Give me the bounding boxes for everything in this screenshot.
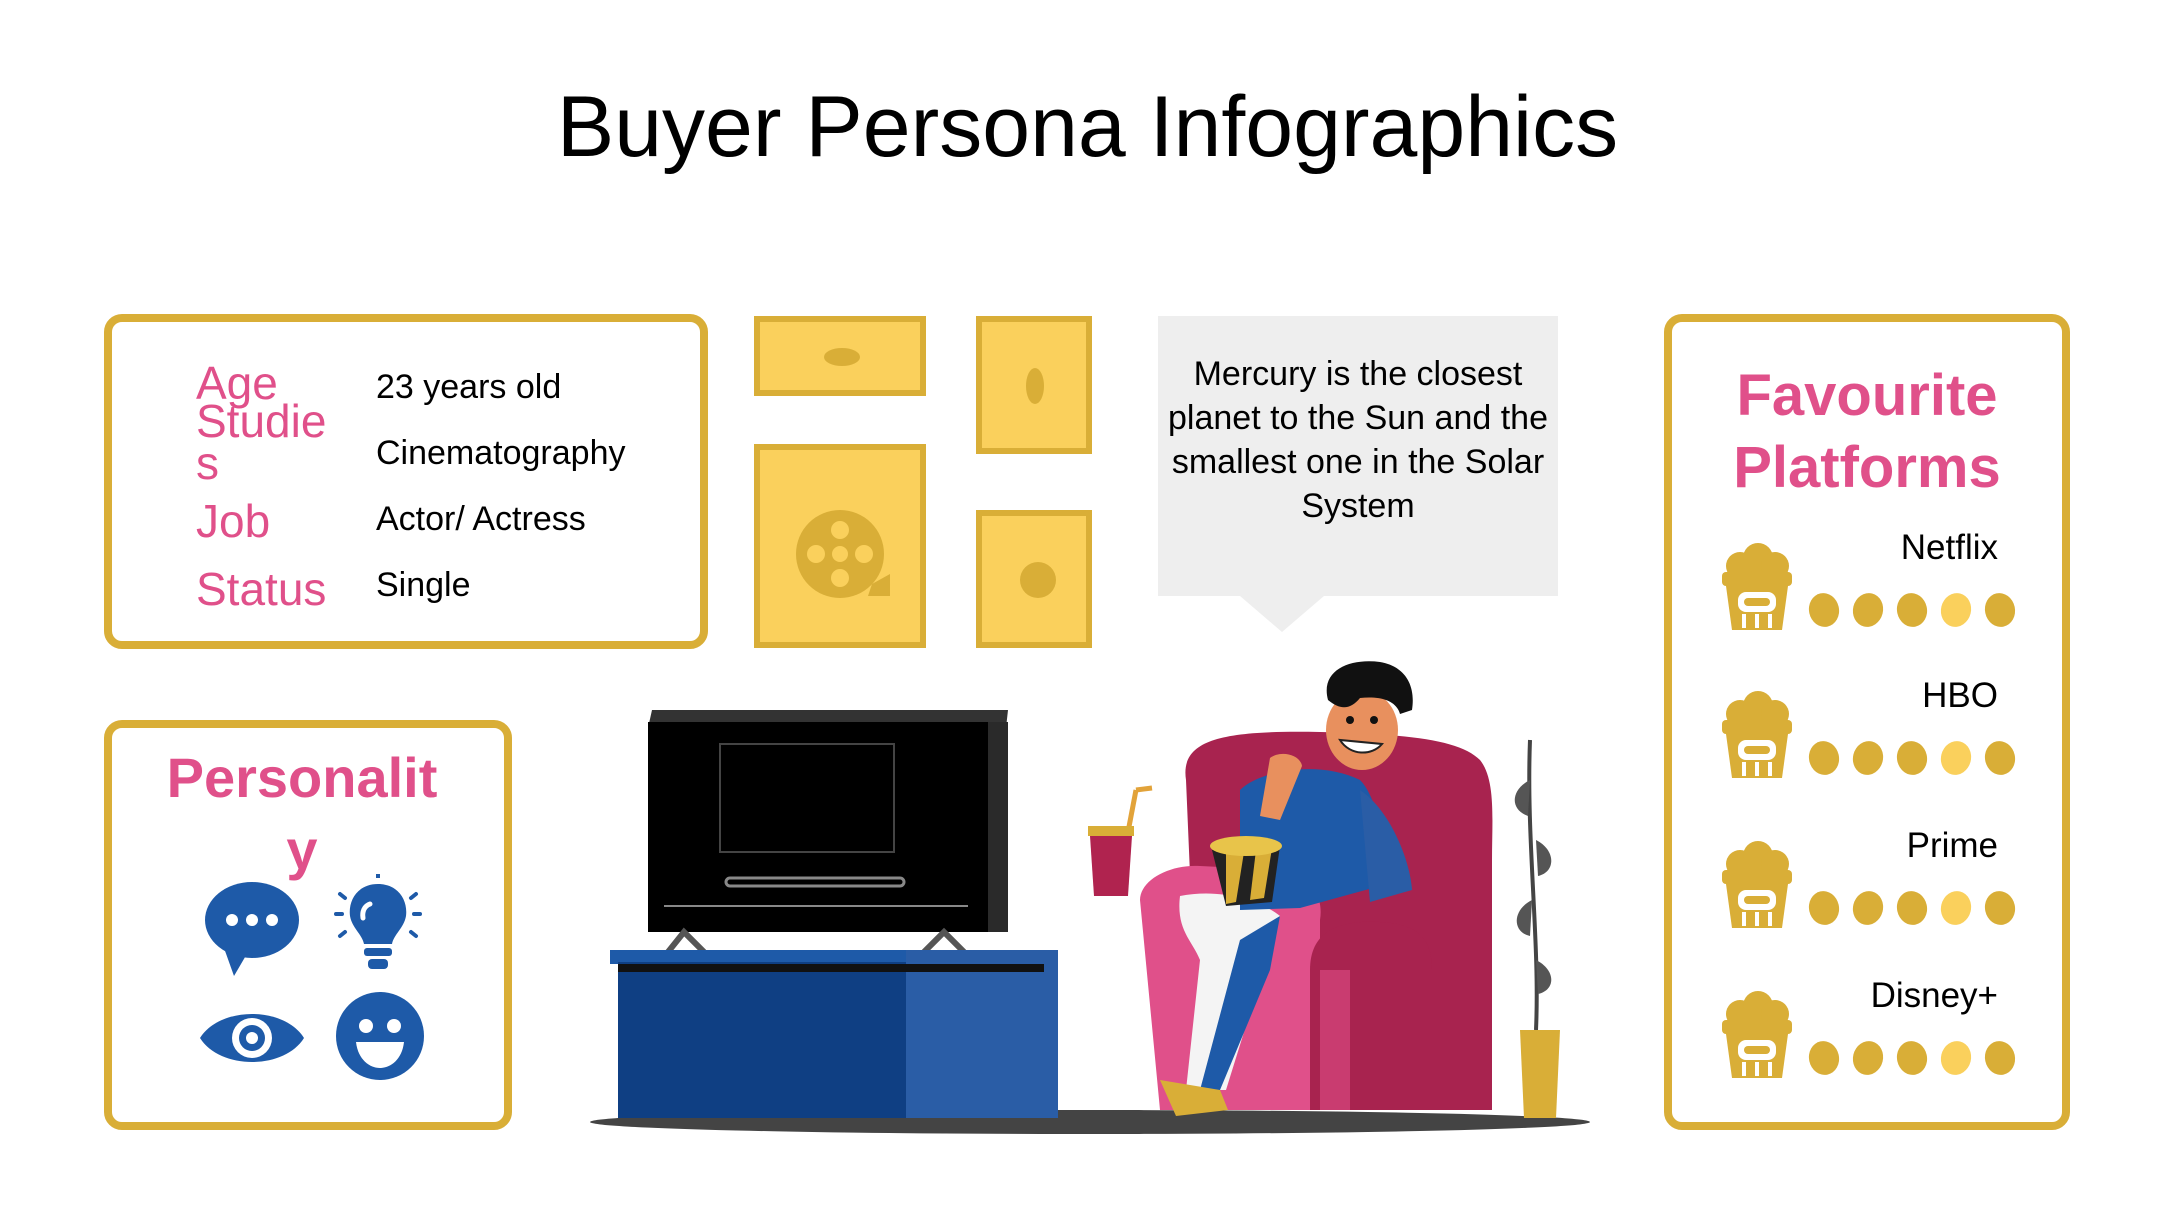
rating-dot xyxy=(1808,593,1840,627)
info-value-status: Single xyxy=(376,566,471,604)
rating-dot xyxy=(1984,741,2016,775)
plant-icon xyxy=(1514,739,1560,1118)
info-value-job: Actor/ Actress xyxy=(376,500,586,538)
rating-dot xyxy=(1852,891,1884,925)
rating-dot xyxy=(1940,891,1972,925)
tv-watching-illustration xyxy=(590,661,1590,1134)
platforms-title: Favourite Platforms xyxy=(1733,363,2001,500)
person-illustration xyxy=(1160,661,1413,1116)
popcorn-icon xyxy=(1722,543,1792,630)
rating-dot xyxy=(1984,1041,2016,1075)
frame-ornament-icon xyxy=(824,348,860,366)
personality-card: Personality xyxy=(104,720,512,1130)
chat-bubble-icon xyxy=(205,882,299,976)
info-value-age: 23 years old xyxy=(376,368,562,406)
rating-dot xyxy=(1808,891,1840,925)
speech-bubble-tail xyxy=(1240,596,1324,632)
rating-dots xyxy=(1808,741,2016,775)
favourite-platforms-card: Favourite Platforms Netflix HBO Prime Di… xyxy=(1664,314,2070,1130)
frame-ornament-icon xyxy=(1020,562,1056,598)
rating-dots xyxy=(1808,1041,2016,1075)
rating-dot xyxy=(1896,593,1928,627)
wall-frame xyxy=(754,316,926,396)
wall-frame xyxy=(976,510,1092,648)
rating-dot xyxy=(1940,1041,1972,1075)
tv-icon xyxy=(648,710,1008,955)
rating-dot xyxy=(1940,593,1972,627)
rating-dot xyxy=(1896,891,1928,925)
eye-icon xyxy=(200,1014,304,1062)
page-title: Buyer Persona Infographics xyxy=(556,79,1619,175)
personality-title: Personality xyxy=(166,746,438,881)
wall-frame xyxy=(976,316,1092,454)
smiley-icon xyxy=(336,992,424,1080)
speech-bubble: Mercury is the closest planet to the Sun… xyxy=(1158,316,1558,596)
popcorn-icon xyxy=(1722,841,1792,928)
popcorn-icon xyxy=(1722,991,1792,1078)
persona-info-card: Age 23 years old Studies Cinematography … xyxy=(104,314,708,649)
platform-name-disney: Disney+ xyxy=(1870,976,1998,1015)
info-label-job: Job xyxy=(196,495,271,547)
film-reel-icon xyxy=(796,510,890,598)
wall-frame xyxy=(754,444,926,648)
rating-dot xyxy=(1984,593,2016,627)
rating-dot xyxy=(1984,891,2016,925)
lightbulb-icon xyxy=(334,874,422,969)
rating-dot xyxy=(1940,741,1972,775)
rating-dot xyxy=(1808,1041,1840,1075)
rating-dot xyxy=(1896,1041,1928,1075)
rating-dot xyxy=(1852,593,1884,627)
speech-bubble-text: Mercury is the closest planet to the Sun… xyxy=(1168,355,1548,525)
platform-name-netflix: Netflix xyxy=(1900,528,1998,567)
rating-dot xyxy=(1808,741,1840,775)
platform-name-prime: Prime xyxy=(1906,826,1998,865)
popcorn-icon xyxy=(1722,691,1792,778)
info-label-status: Status xyxy=(196,563,327,615)
drink-cup-icon xyxy=(1088,785,1153,896)
info-label-age: Age xyxy=(196,357,278,409)
platform-name-hbo: HBO xyxy=(1922,676,1998,715)
rating-dot xyxy=(1852,1041,1884,1075)
tv-cabinet xyxy=(610,950,1058,1118)
info-label-studies: Studies xyxy=(196,395,327,489)
rating-dot xyxy=(1852,741,1884,775)
rating-dots xyxy=(1808,891,2016,925)
rating-dot xyxy=(1896,741,1928,775)
rating-dots xyxy=(1808,593,2016,627)
info-value-studies: Cinematography xyxy=(376,434,626,472)
frame-ornament-icon xyxy=(1026,368,1044,404)
